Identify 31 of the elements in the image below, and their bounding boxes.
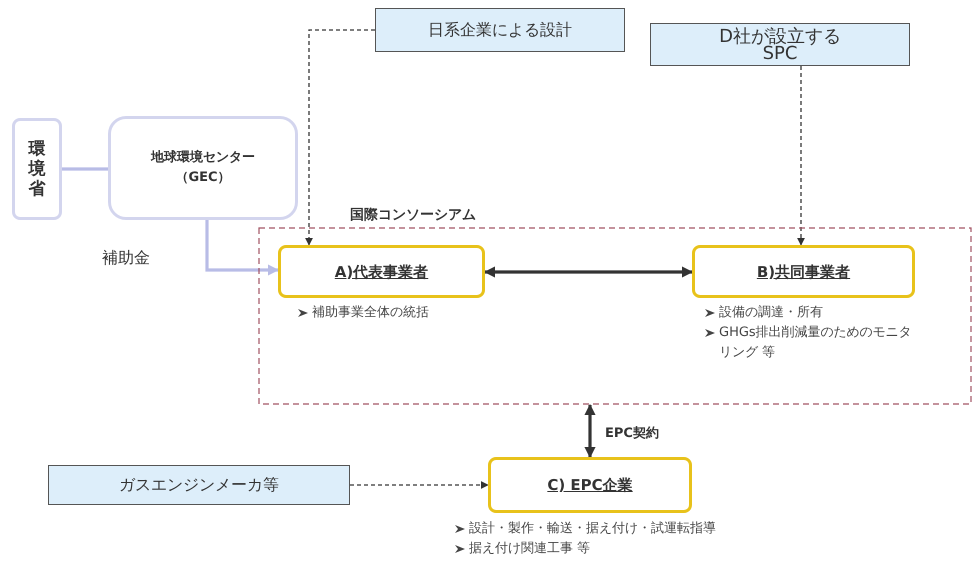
node-label: D社が設立する SPC [718,28,842,62]
edge-label: EPC契約 [603,424,661,442]
bullet-text: 据え付け関連工事 等 [469,540,590,558]
role-box [278,245,485,298]
entity-box [48,465,350,505]
entity-box [375,8,625,52]
dashed-arrow [305,29,375,246]
bullet-text: 補助事業全体の統括 [312,304,429,322]
bullet-text: 設計・製作・輸送・据え付け・試運転指導 [469,520,716,538]
consortium-group [258,205,972,405]
entity-box [650,23,910,66]
bullet-text: GHGs排出削減量のためのモニタリング 等 [719,324,913,362]
node-label: ガスエンジンメーカ等 [119,475,279,495]
bullet-text: 設備の調達・所有 [719,304,823,322]
node-label: A)代表事業者 [334,262,428,282]
group-heading: 国際コンソーシアム [350,206,476,225]
node-label: 環境省 [28,139,46,199]
node-label: 地球環境センター（GEC） [150,148,256,187]
arrow [205,220,280,276]
arrow [484,266,694,278]
node-label: B)共同事業者 [756,262,850,282]
role-box [488,457,692,513]
node-label: 日系企業による設計 [428,20,572,40]
role-box [692,245,915,298]
dashed-arrow [797,66,805,246]
organization-box [12,118,62,220]
connector-line [62,167,108,171]
node-label: C) EPC企業 [547,475,633,495]
dashed-arrow [350,481,489,489]
arrow [584,404,596,458]
organization-box [108,116,298,220]
